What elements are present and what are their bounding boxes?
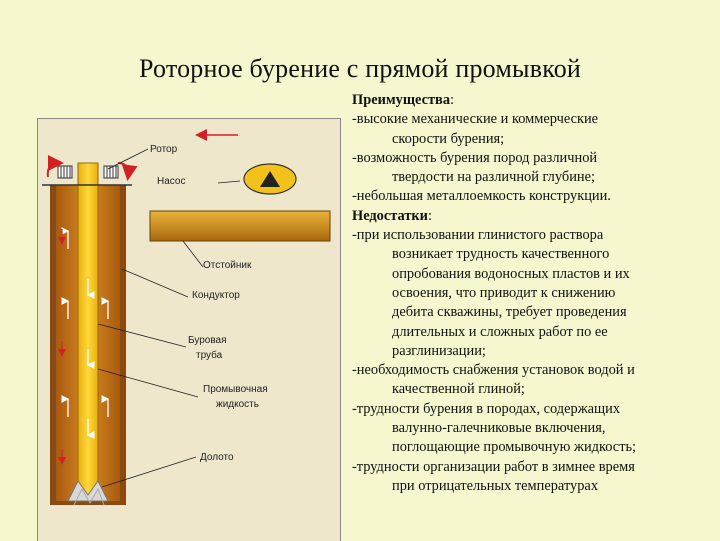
- disadvantage-4: -трудности организации работ в зимнее вр…: [352, 458, 635, 475]
- settler-tank: [149, 210, 331, 242]
- disadvantage-3-cont: валунно-галечниковые включения,: [392, 420, 606, 437]
- label-pump: Насос: [157, 176, 186, 187]
- drilling-schematic: [42, 129, 331, 506]
- label-settler: Отстойник: [203, 260, 252, 271]
- disadvantage-1-cont: опробования водоносных пластов и их: [392, 265, 630, 282]
- disadvantages-heading: Недостатки:: [352, 207, 432, 224]
- label-drill-pipe-2: труба: [196, 350, 223, 361]
- advantage-3: -небольшая металлоемкость конструкции.: [352, 188, 611, 205]
- drill-pipe: [77, 162, 99, 500]
- disadvantage-2-cont: качественной глиной;: [392, 381, 525, 398]
- advantages-heading: Преимущества:: [352, 92, 455, 108]
- label-fluid-2: жидкость: [216, 399, 259, 410]
- advantage-1: -высокие механические и коммерческие: [352, 111, 599, 128]
- drilling-diagram: Ротор Насос Отстойник Кондуктор Буровая …: [37, 118, 341, 541]
- annulus-flow-arrows: [61, 227, 110, 417]
- label-rotor: Ротор: [150, 144, 178, 155]
- disadvantage-1-cont: возникает трудность качественного: [392, 246, 610, 263]
- disadvantage-2: -необходимость снабжения установок водой…: [352, 362, 635, 379]
- advantage-2: -возможность бурения пород различной: [352, 149, 598, 166]
- disadvantage-3-cont: поглощающие промывочную жидкость;: [392, 439, 637, 456]
- label-conductor: Кондуктор: [192, 290, 240, 301]
- disadvantage-1-cont: освоения, что приводит к снижению: [392, 284, 616, 301]
- disadvantage-3: -трудности бурения в породах, содержащих: [352, 400, 621, 417]
- label-bit: Долото: [200, 452, 234, 463]
- disadvantage-1-cont: длительных и сложных работ по ее: [392, 323, 608, 340]
- disadvantage-1-cont: дебита скважины, требует проведения: [392, 304, 627, 321]
- text-panel: Преимущества: -высокие механические и ко…: [352, 91, 718, 496]
- disadvantage-1: -при использовании глинистого раствора: [352, 227, 604, 244]
- disadvantage-4-cont: при отрицательных температурах: [392, 477, 599, 494]
- slide-title: Роторное бурение с прямой промывкой: [138, 54, 582, 83]
- advantage-2-cont: твердости на различной глубине;: [392, 169, 595, 186]
- advantage-1-cont: скорости бурения;: [392, 130, 505, 147]
- label-fluid-1: Промывочная: [203, 384, 268, 395]
- label-drill-pipe-1: Буровая: [188, 335, 227, 346]
- disadvantage-1-cont: разглинизации;: [392, 342, 486, 359]
